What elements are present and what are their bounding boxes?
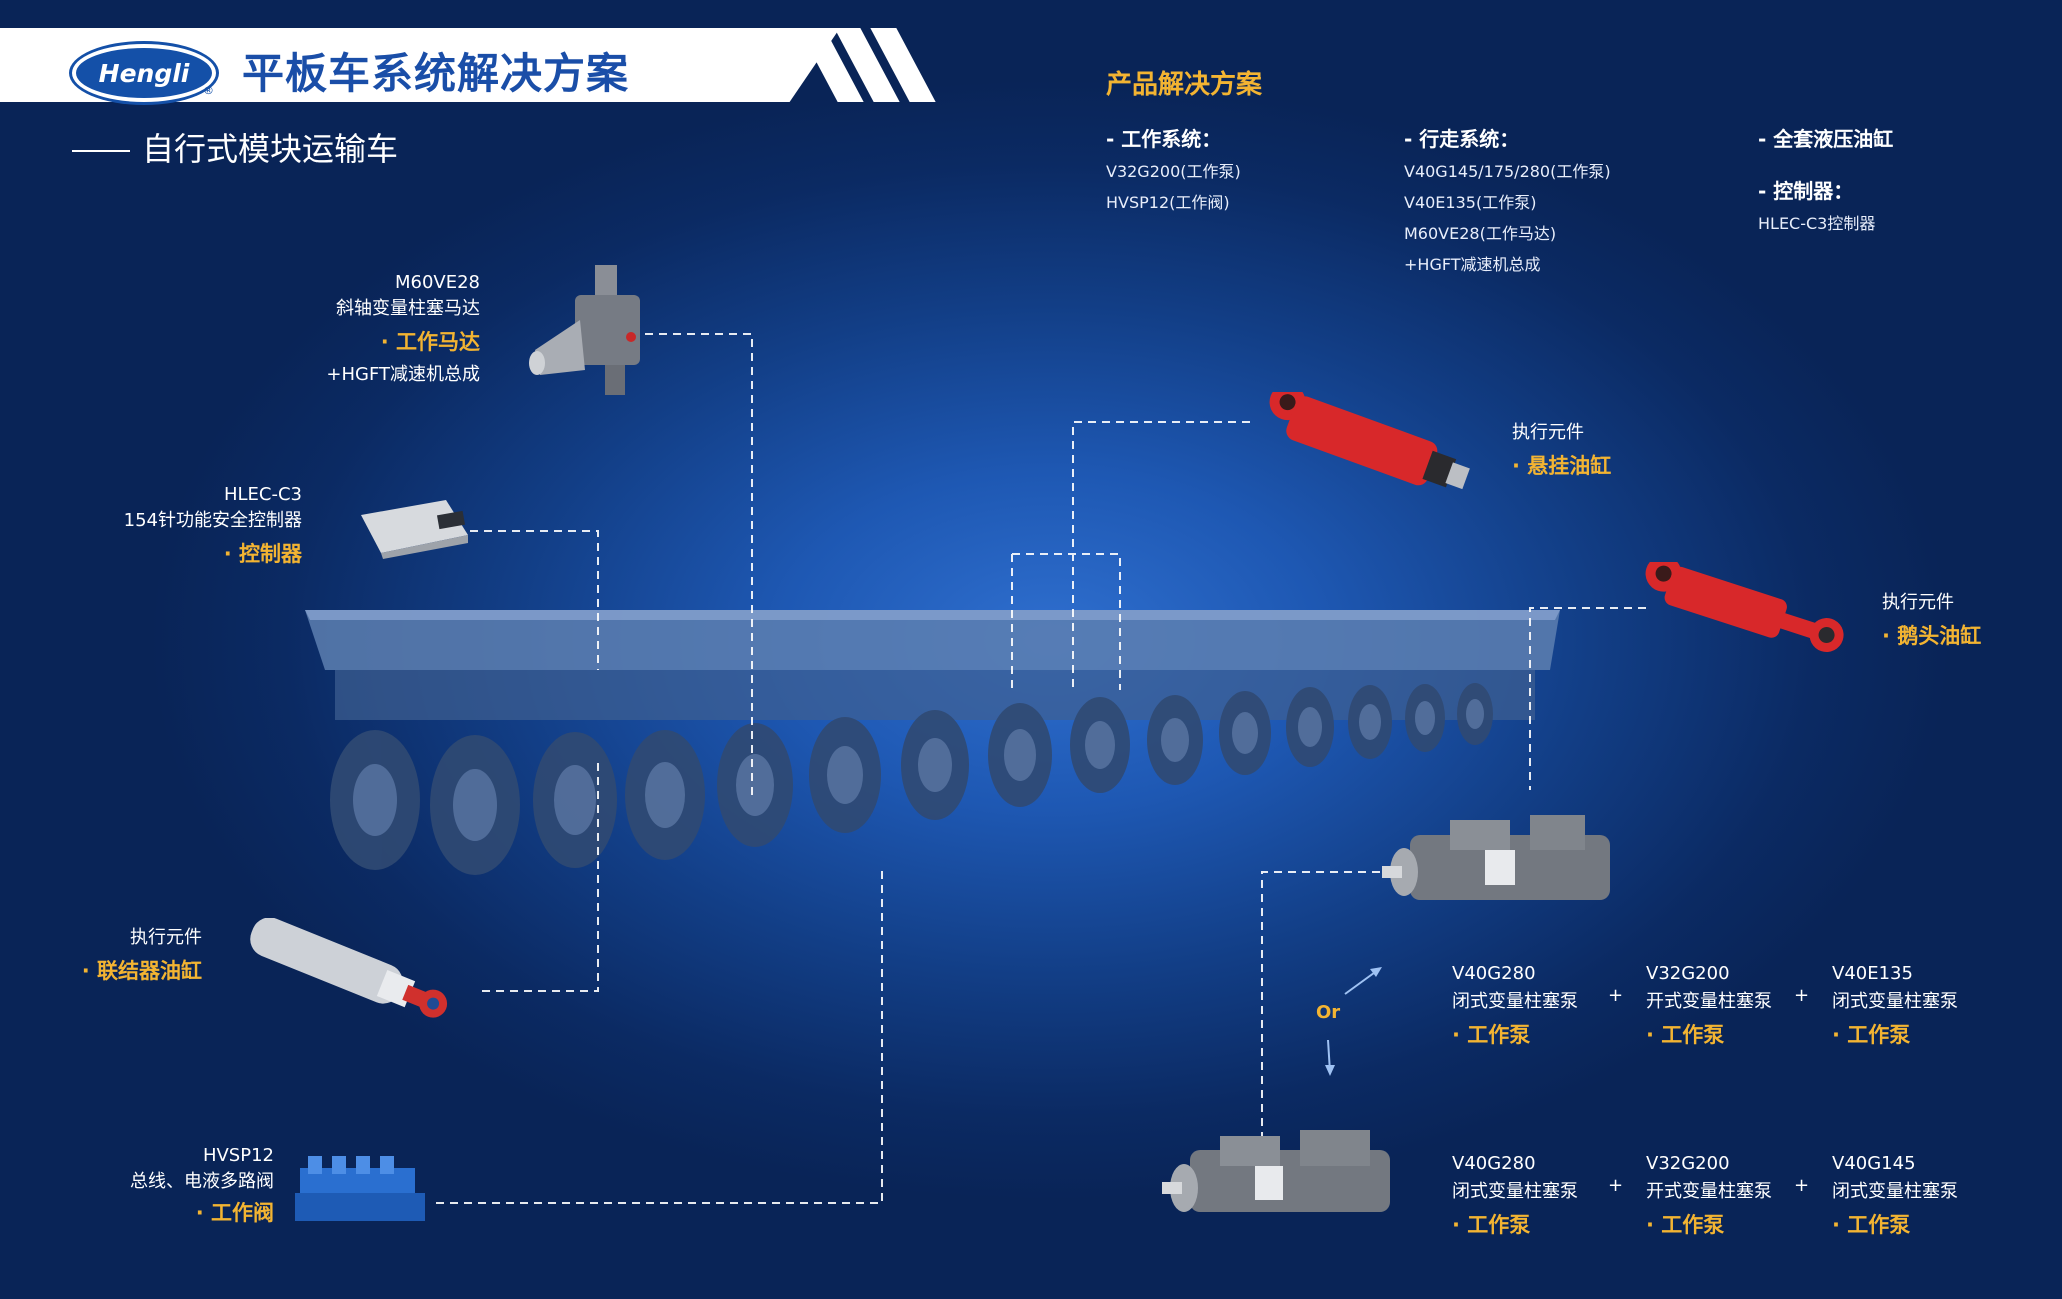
pump-desc: 开式变量柱塞泵 bbox=[1646, 1181, 1772, 1202]
full-set-column: - 全套液压油缸 - 控制器： HLEC-C3控制器 bbox=[1758, 122, 1893, 239]
valve-label: HVSP12 总线、电液多路阀 · 工作阀 bbox=[130, 1143, 274, 1231]
pump-model: V40G280 bbox=[1452, 963, 1536, 984]
gooseneck-cylinder-category: 执行元件 bbox=[1882, 592, 1954, 613]
pump-desc: 闭式变量柱塞泵 bbox=[1832, 991, 1958, 1012]
pump-assembly-2-image bbox=[1162, 1130, 1390, 1212]
controller-desc: 154针功能安全控制器 bbox=[123, 510, 302, 531]
gooseneck-cylinder-type: · 鹅头油缸 bbox=[1882, 624, 1982, 648]
gooseneck-cylinder-label: 执行元件 · 鹅头油缸 bbox=[1882, 590, 1981, 656]
controller-head: - 控制器： bbox=[1758, 179, 1854, 203]
travel-system-head: - 行走系统： bbox=[1404, 127, 1520, 151]
work-system-column: - 工作系统： V32G200(工作泵) HVSP12(工作阀) bbox=[1106, 122, 1241, 218]
work-system-head: - 工作系统： bbox=[1106, 127, 1222, 151]
pump-desc: 开式变量柱塞泵 bbox=[1646, 991, 1772, 1012]
controller-label: HLEC-C3 154针功能安全控制器 · 控制器 bbox=[124, 482, 302, 574]
pump-option-r2-2: V32G200 开式变量柱塞泵 · 工作泵 bbox=[1646, 1150, 1772, 1244]
suspension-cylinder-category: 执行元件 bbox=[1512, 422, 1584, 443]
valve-type: · 工作阀 bbox=[195, 1201, 274, 1225]
controller-model: HLEC-C3 bbox=[223, 484, 302, 505]
registered-mark: ® bbox=[203, 84, 214, 97]
valve-image bbox=[295, 1156, 425, 1221]
work-system-item: V32G200(工作泵) bbox=[1106, 162, 1241, 181]
hengli-logo: Hengli bbox=[72, 44, 216, 102]
coupler-cylinder-label: 执行元件 · 联结器油缸 bbox=[82, 925, 202, 991]
pump-assembly-1-image bbox=[1382, 815, 1610, 900]
travel-system-item: M60VE28(工作马达) bbox=[1404, 224, 1557, 243]
pump-desc: 闭式变量柱塞泵 bbox=[1452, 1181, 1578, 1202]
pump-model: V40G280 bbox=[1452, 1153, 1536, 1174]
valve-model: HVSP12 bbox=[202, 1145, 274, 1166]
pump-type: · 工作泵 bbox=[1452, 1213, 1531, 1237]
pump-model: V32G200 bbox=[1646, 963, 1730, 984]
motor-image bbox=[529, 265, 640, 395]
gooseneck-cylinder-image bbox=[1645, 562, 1844, 653]
controller-item: HLEC-C3控制器 bbox=[1758, 214, 1876, 233]
page-title: 平板车系统解决方案 bbox=[242, 49, 630, 98]
controller-image bbox=[361, 500, 468, 559]
plus-sign: + bbox=[1794, 1175, 1810, 1196]
coupler-cylinder-category: 执行元件 bbox=[130, 927, 202, 948]
suspension-cylinder-type: · 悬挂油缸 bbox=[1512, 454, 1612, 478]
motor-type: · 工作马达 bbox=[380, 330, 480, 354]
pump-model: V32G200 bbox=[1646, 1153, 1730, 1174]
pump-option-r2-1: V40G280 闭式变量柱塞泵 · 工作泵 bbox=[1452, 1150, 1578, 1244]
pump-type: · 工作泵 bbox=[1452, 1023, 1531, 1047]
plus-sign: + bbox=[1608, 985, 1624, 1006]
suspension-cylinder-label: 执行元件 · 悬挂油缸 bbox=[1512, 420, 1611, 486]
pump-option-r1-1: V40G280 闭式变量柱塞泵 · 工作泵 bbox=[1452, 960, 1578, 1054]
travel-system-item: V40E135(工作泵) bbox=[1404, 193, 1537, 212]
plus-sign: + bbox=[1794, 985, 1810, 1006]
pump-model: V40G145 bbox=[1832, 1153, 1916, 1174]
valve-desc: 总线、电液多路阀 bbox=[130, 1171, 274, 1192]
controller-type: · 控制器 bbox=[223, 542, 302, 566]
pump-type: · 工作泵 bbox=[1832, 1213, 1911, 1237]
pump-desc: 闭式变量柱塞泵 bbox=[1832, 1181, 1958, 1202]
full-set-head: - 全套液压油缸 bbox=[1758, 127, 1894, 151]
modular-transporter-illustration bbox=[305, 610, 1560, 875]
coupler-cylinder-type: · 联结器油缸 bbox=[81, 959, 202, 983]
page-subtitle: 自行式模块运输车 bbox=[72, 124, 398, 170]
motor-extra: +HGFT减速机总成 bbox=[326, 364, 480, 385]
travel-system-column: - 行走系统： V40G145/175/280(工作泵) V40E135(工作泵… bbox=[1404, 122, 1611, 280]
coupler-cylinder-image bbox=[250, 918, 448, 1018]
pump-type: · 工作泵 bbox=[1646, 1023, 1725, 1047]
pump-model: V40E135 bbox=[1832, 963, 1913, 984]
suspension-cylinder-image bbox=[1269, 392, 1470, 490]
travel-system-item: +HGFT减速机总成 bbox=[1404, 255, 1541, 274]
motor-label: M60VE28 斜轴变量柱塞马达 · 工作马达 +HGFT减速机总成 bbox=[326, 270, 480, 388]
travel-system-item: V40G145/175/280(工作泵) bbox=[1404, 162, 1611, 181]
pump-type: · 工作泵 bbox=[1832, 1023, 1911, 1047]
or-label: Or bbox=[1316, 1002, 1341, 1023]
motor-desc: 斜轴变量柱塞马达 bbox=[336, 298, 480, 319]
pump-option-r1-3: V40E135 闭式变量柱塞泵 · 工作泵 bbox=[1832, 960, 1958, 1054]
pump-desc: 闭式变量柱塞泵 bbox=[1452, 991, 1578, 1012]
motor-model: M60VE28 bbox=[394, 272, 480, 293]
work-system-item: HVSP12(工作阀) bbox=[1106, 193, 1230, 212]
pump-option-r1-2: V32G200 开式变量柱塞泵 · 工作泵 bbox=[1646, 960, 1772, 1054]
pump-option-r2-3: V40G145 闭式变量柱塞泵 · 工作泵 bbox=[1832, 1150, 1958, 1244]
plus-sign: + bbox=[1608, 1175, 1624, 1196]
pump-type: · 工作泵 bbox=[1646, 1213, 1725, 1237]
product-solution-title: 产品解决方案 bbox=[1106, 70, 1263, 100]
